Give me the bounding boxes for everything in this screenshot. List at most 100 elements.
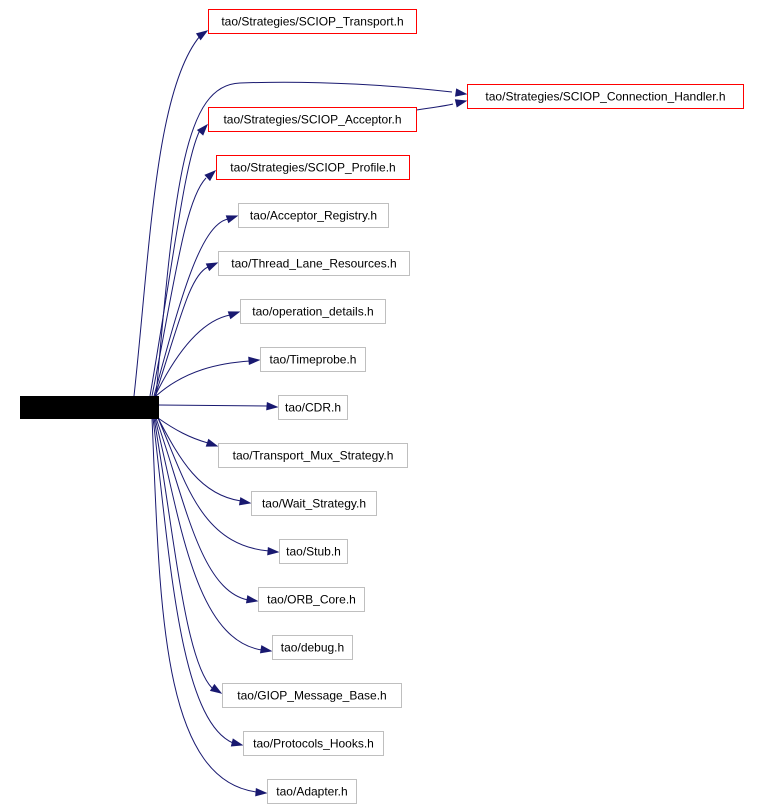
arrowhead-icon xyxy=(205,438,219,447)
edge-root-to-debug_h xyxy=(154,417,273,654)
edge-line xyxy=(157,404,269,407)
edge-line xyxy=(155,417,249,601)
node-acceptor-registry-h[interactable]: tao/Acceptor_Registry.h xyxy=(238,203,389,228)
node-box xyxy=(243,731,384,756)
arrowhead-icon xyxy=(259,645,273,654)
node-label: tao/debug.h xyxy=(281,641,344,655)
node-operation-details-h[interactable]: tao/operation_details.h xyxy=(240,299,386,324)
node-label: tao/Transport_Mux_Strategy.h xyxy=(233,449,394,463)
node-sciop-profile-h[interactable]: tao/Strategies/SCIOP_Profile.h xyxy=(216,155,410,180)
node-box xyxy=(467,84,744,109)
node-sciop-connection-handler-h[interactable]: tao/Strategies/SCIOP_Connection_Handler.… xyxy=(467,84,744,109)
node-box xyxy=(218,443,408,468)
node-transport-mux-strategy-h[interactable]: tao/Transport_Mux_Strategy.h xyxy=(218,443,408,468)
node-timeprobe-h[interactable]: tao/Timeprobe.h xyxy=(260,347,366,372)
arrowhead-icon xyxy=(205,262,219,272)
arrowhead-icon xyxy=(230,738,244,747)
arrowhead-icon xyxy=(267,546,280,556)
edge-root-to-adapter_h xyxy=(151,417,268,797)
node-box xyxy=(218,251,410,276)
arrowhead-icon xyxy=(204,169,217,182)
edge-line xyxy=(153,417,213,689)
arrowhead-icon xyxy=(238,497,252,506)
node-label: tao/ORB_Core.h xyxy=(267,593,356,607)
node-box xyxy=(260,347,366,372)
edge-root-to-sciop_connection_handler_h xyxy=(155,81,468,397)
node-giop-message-base-h[interactable]: tao/GIOP_Message_Base.h xyxy=(222,683,402,708)
edge-root-to-thread_lane_resources_h xyxy=(154,262,219,397)
edge-root-to-sciop_profile_h xyxy=(151,169,217,397)
node-box xyxy=(238,203,389,228)
arrowhead-icon xyxy=(255,787,268,797)
node-label: tao/Acceptor_Registry.h xyxy=(250,209,377,223)
node-label: tao/operation_details.h xyxy=(252,305,373,319)
arrowhead-icon xyxy=(245,595,259,604)
node-wait-strategy-h[interactable]: tao/Wait_Strategy.h xyxy=(251,491,377,516)
node-sciop-acceptor-h[interactable]: tao/Strategies/SCIOP_Acceptor.h xyxy=(208,107,417,132)
edge-root-to-operation_details_h xyxy=(154,311,241,397)
node-label: tao/Wait_Strategy.h xyxy=(262,497,366,511)
node-root[interactable]: SCIOP_Transport.cpp xyxy=(20,396,159,419)
node-box xyxy=(216,155,410,180)
edge-line xyxy=(157,417,270,552)
edge-root-to-timeprobe_h xyxy=(155,356,261,397)
node-orb-core-h[interactable]: tao/ORB_Core.h xyxy=(258,587,365,612)
node-box xyxy=(279,539,348,564)
node-box xyxy=(222,683,402,708)
node-box xyxy=(272,635,353,660)
edge-root-to-sciop_acceptor_h xyxy=(149,123,209,397)
arrowhead-icon xyxy=(196,123,209,136)
edge-root-to-cdr_h xyxy=(157,401,279,411)
node-box xyxy=(20,396,159,419)
edge-line xyxy=(155,360,251,397)
node-thread-lane-resources-h[interactable]: tao/Thread_Lane_Resources.h xyxy=(218,251,410,276)
arrowhead-icon xyxy=(195,30,209,41)
node-label: tao/Strategies/SCIOP_Transport.h xyxy=(221,15,403,29)
edge-line xyxy=(149,129,201,397)
node-sciop-transport-h[interactable]: tao/Strategies/SCIOP_Transport.h xyxy=(208,9,417,34)
edge-line xyxy=(133,35,201,397)
arrowhead-icon xyxy=(248,356,261,366)
node-box xyxy=(240,299,386,324)
edge-line xyxy=(415,103,454,111)
node-label: tao/CDR.h xyxy=(285,401,341,415)
node-label: tao/Strategies/SCIOP_Acceptor.h xyxy=(223,113,401,127)
arrowhead-icon xyxy=(454,99,468,108)
edge-root-to-acceptor_registry_h xyxy=(153,215,239,397)
edge-line xyxy=(154,314,231,397)
node-label: tao/Strategies/SCIOP_Profile.h xyxy=(230,161,395,175)
node-label: tao/Timeprobe.h xyxy=(270,353,357,367)
edge-sciop_acceptor_h-to-sciop_connection_handler_h xyxy=(415,99,468,111)
nodes-layer: SCIOP_Transport.cpp tao/Strategies/SCIOP_… xyxy=(20,9,744,804)
edge-root-to-wait_strategy_h xyxy=(157,417,252,506)
edge-root-to-stub_h xyxy=(157,417,280,556)
edge-line xyxy=(154,266,209,397)
edge-root-to-orb_core_h xyxy=(155,417,259,604)
node-label: tao/Thread_Lane_Resources.h xyxy=(231,257,396,271)
edge-root-to-sciop_transport_h xyxy=(133,30,209,397)
node-label: tao/GIOP_Message_Base.h xyxy=(237,689,386,703)
node-box xyxy=(278,395,348,420)
node-protocols-hooks-h[interactable]: tao/Protocols_Hooks.h xyxy=(243,731,384,756)
node-box xyxy=(208,9,417,34)
node-cdr-h[interactable]: tao/CDR.h xyxy=(278,395,348,420)
edge-line xyxy=(157,417,209,444)
node-label: tao/Stub.h xyxy=(286,545,341,559)
node-debug-h[interactable]: tao/debug.h xyxy=(272,635,353,660)
arrowhead-icon xyxy=(225,215,239,224)
arrowhead-icon xyxy=(209,683,223,694)
edge-line xyxy=(154,417,263,651)
node-stub-h[interactable]: tao/Stub.h xyxy=(279,539,348,564)
node-box xyxy=(251,491,377,516)
edge-root-to-protocols_hooks_h xyxy=(152,417,244,747)
node-label: tao/Protocols_Hooks.h xyxy=(253,737,374,751)
edge-line xyxy=(155,81,453,397)
node-label: tao/Strategies/SCIOP_Connection_Handler.… xyxy=(485,90,725,104)
edges-layer xyxy=(133,30,468,797)
node-box xyxy=(267,779,357,804)
node-label: tao/Adapter.h xyxy=(276,785,347,799)
node-adapter-h[interactable]: tao/Adapter.h xyxy=(267,779,357,804)
edge-root-to-transport_mux_strategy_h xyxy=(157,417,219,447)
node-box xyxy=(258,587,365,612)
